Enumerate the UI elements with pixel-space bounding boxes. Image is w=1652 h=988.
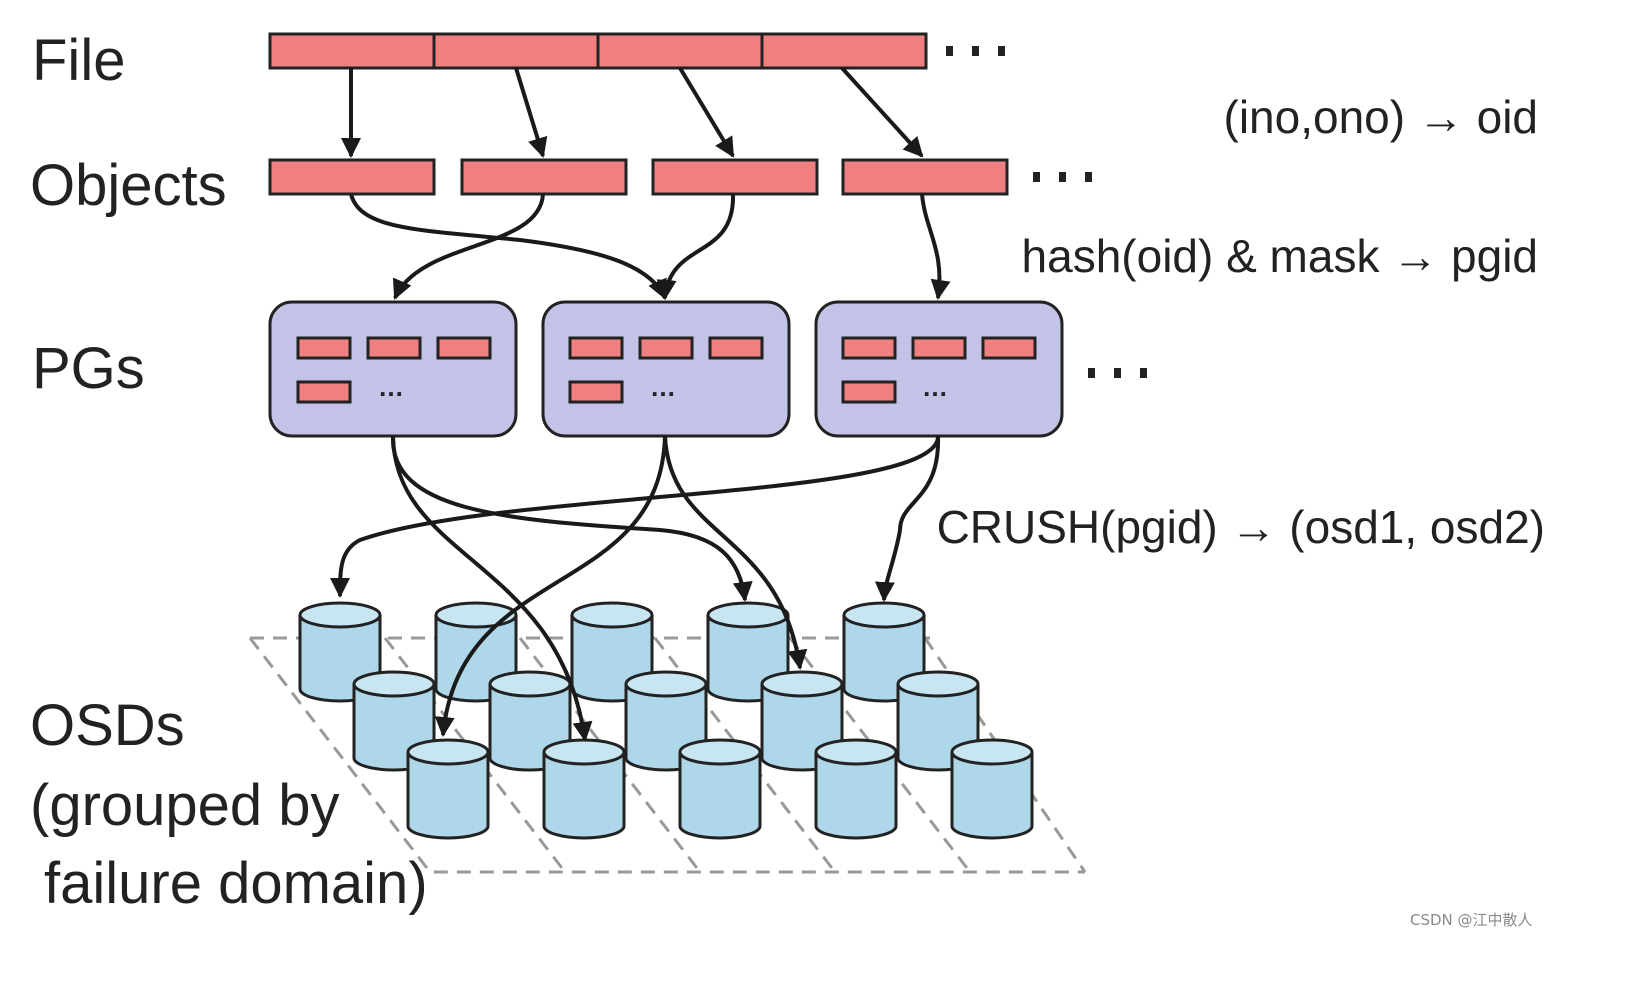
- label-osds-grouped: (grouped by: [30, 773, 340, 838]
- arrow: [874, 435, 941, 602]
- arrow: [349, 193, 667, 300]
- pg-box: …: [268, 300, 518, 438]
- pg-ellipsis: …: [650, 372, 676, 402]
- objects-row: [268, 158, 1009, 196]
- osd-cylinder: [542, 738, 626, 840]
- arrow: [434, 435, 667, 737]
- file-ellipsis: [946, 46, 1005, 56]
- label-file: File: [32, 28, 125, 93]
- object-to-pg-arrows: [349, 193, 951, 300]
- pg-ellipsis: …: [378, 372, 404, 402]
- pg-to-osd-arrows: [330, 435, 941, 742]
- arrow: [678, 66, 735, 158]
- objects-ellipsis: [1033, 172, 1092, 182]
- pg-box: …: [814, 300, 1064, 438]
- arrow: [330, 435, 941, 598]
- file-segment: [760, 32, 928, 70]
- file-segment: [596, 32, 764, 70]
- label-osds-failure-domain: failure domain): [44, 851, 428, 916]
- pgs-ellipsis: [1088, 368, 1147, 378]
- osd-cylinder: [814, 738, 898, 840]
- mapping-object-to-pg: hash(oid) & mask → pgid: [1022, 230, 1538, 282]
- osd-cluster: [298, 601, 1034, 840]
- arrow: [514, 67, 548, 158]
- mapping-file-to-object: (ino,ono) → oid: [1224, 91, 1539, 143]
- arrow: [390, 435, 753, 602]
- file-segment: [432, 32, 600, 70]
- arrow: [391, 435, 593, 742]
- arrow: [392, 193, 545, 300]
- arrow: [656, 193, 736, 300]
- object: [460, 158, 628, 196]
- label-objects: Objects: [30, 153, 227, 218]
- osd-cylinder: [406, 738, 490, 840]
- object: [841, 158, 1009, 196]
- file-segment: [268, 32, 436, 70]
- object: [651, 158, 819, 196]
- osd-cylinder: [678, 738, 762, 840]
- pg-box: …: [541, 300, 791, 438]
- file-bar: [268, 32, 928, 70]
- pg-ellipsis: …: [922, 372, 948, 402]
- file-to-object-arrows: [341, 66, 924, 158]
- arrow: [663, 435, 808, 670]
- arrow: [840, 66, 924, 158]
- watermark: CSDN @江中散人: [1410, 911, 1533, 929]
- label-osds: OSDs: [30, 693, 185, 758]
- osd-cylinder: [950, 738, 1034, 840]
- label-pgs: PGs: [32, 336, 145, 401]
- arrow: [920, 193, 951, 300]
- object: [268, 158, 436, 196]
- mapping-pg-to-osd: CRUSH(pgid) → (osd1, osd2): [937, 501, 1545, 553]
